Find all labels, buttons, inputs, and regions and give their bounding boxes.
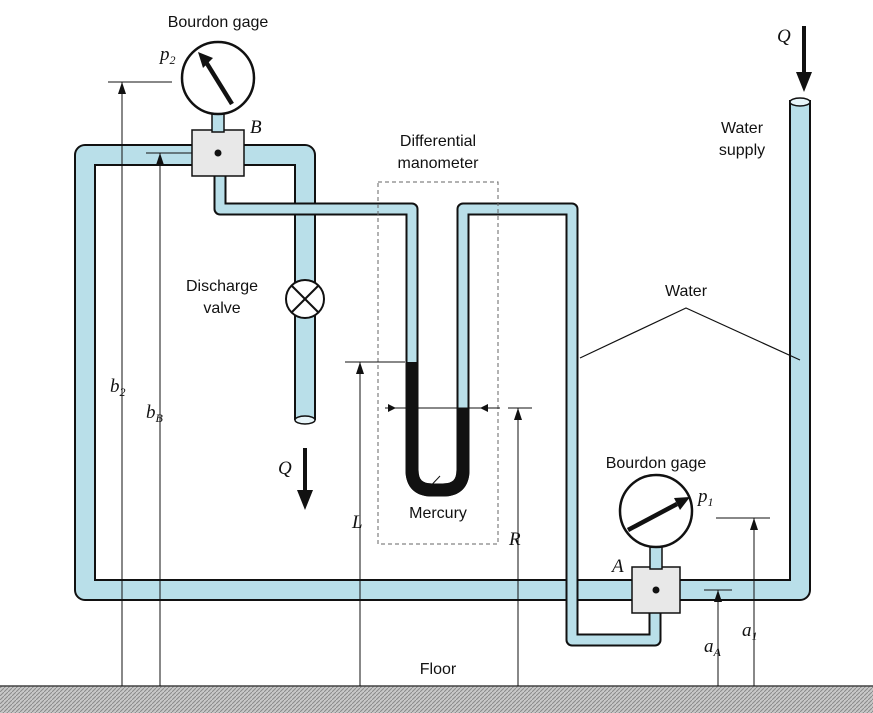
manometer-tubing: [213, 170, 662, 647]
fitting-b: [191, 129, 245, 177]
b2-label: b2: [110, 376, 126, 399]
supply-pipe-end: [789, 97, 811, 107]
fitting-a: [631, 566, 681, 614]
dimension-L: [345, 361, 405, 686]
mercury-column: [405, 362, 470, 497]
water-leader-lines: [579, 307, 801, 361]
p2-label: p2: [158, 44, 176, 67]
flow-arrow-supply: [796, 26, 812, 92]
water-label: Water: [665, 283, 708, 300]
dimension-b2: [108, 81, 172, 686]
l-label: L: [351, 512, 363, 533]
bourdon-gage-top: [180, 40, 256, 116]
discharge-pipe-end: [294, 415, 316, 425]
floor-label: Floor: [420, 661, 457, 678]
dimension-bB: [146, 152, 192, 686]
point-b-label: B: [250, 117, 262, 138]
dimension-aA: [704, 589, 732, 686]
flow-q-mid-label: Q: [278, 458, 292, 479]
r-label: R: [508, 529, 521, 550]
gage-bottom-stem: [649, 544, 663, 570]
a1-label: a1: [742, 620, 758, 643]
bB-label: bB: [146, 402, 164, 425]
bourdon-gage-bottom-label: Bourdon gage: [606, 455, 707, 472]
aA-label: aA: [704, 636, 722, 659]
manometer-box: [377, 181, 499, 545]
p1-label: p1: [696, 486, 714, 509]
bourdon-gage-top-label: Bourdon gage: [168, 14, 269, 31]
main-pipe: [74, 100, 811, 601]
dimension-a1: [716, 517, 770, 686]
point-a-label: A: [610, 556, 624, 577]
dimension-R: [508, 407, 532, 686]
bourdon-gage-bottom: [618, 473, 694, 549]
mercury-label: Mercury: [409, 505, 467, 522]
flow-q-top-label: Q: [777, 26, 791, 47]
level-markers: [385, 404, 500, 412]
floor-surface: [0, 686, 873, 713]
discharge-valve-icon: [285, 279, 325, 319]
mercury-leader-line: [423, 475, 441, 494]
flow-arrow-discharge: [297, 448, 313, 510]
